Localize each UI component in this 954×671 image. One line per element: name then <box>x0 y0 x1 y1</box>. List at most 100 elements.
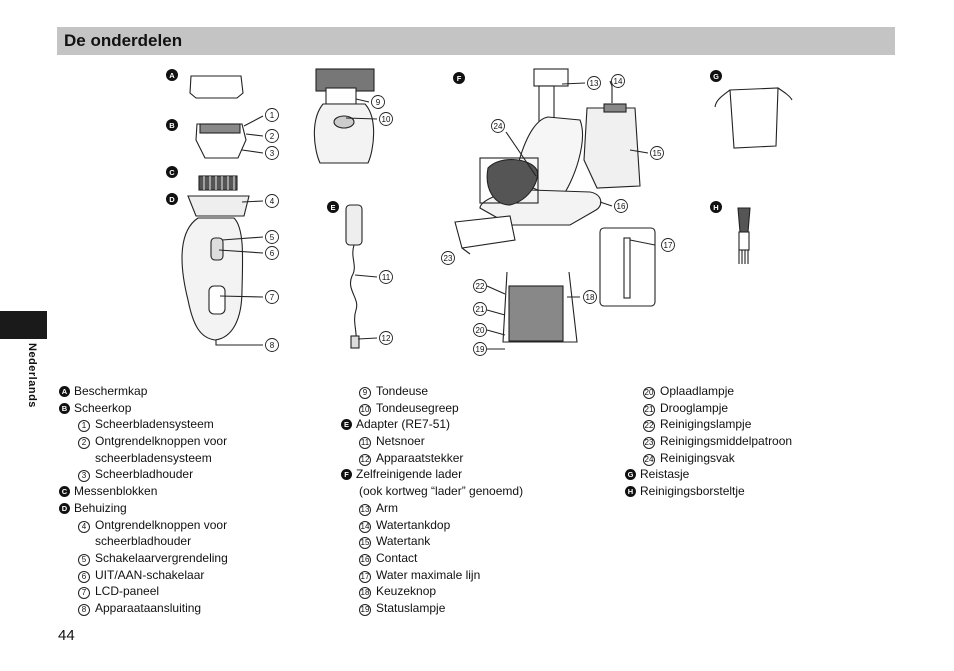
svg-text:6: 6 <box>270 249 275 258</box>
callout-11: 11 <box>379 270 393 284</box>
legend-item-continuation: scheerbladhouder <box>95 534 192 549</box>
svg-text:G: G <box>713 72 719 81</box>
svg-text:1: 1 <box>270 111 275 120</box>
badge-b: B <box>166 119 178 131</box>
svg-text:20: 20 <box>476 326 485 335</box>
language-label: Nederlands <box>26 343 38 408</box>
badge-a-icon: A <box>59 386 70 397</box>
callout-16: 16 <box>614 199 628 213</box>
badge-e-icon: E <box>341 419 352 431</box>
trimmer-drawing <box>313 68 375 164</box>
svg-text:7: 7 <box>270 293 275 302</box>
svg-text:H: H <box>713 203 718 212</box>
callout-7: 7 <box>265 290 279 304</box>
badge-c: C <box>166 166 178 178</box>
svg-text:17: 17 <box>664 241 673 250</box>
number-5-icon: 5 <box>78 553 90 566</box>
svg-text:F: F <box>457 74 462 83</box>
number-4-icon: 4 <box>78 520 90 533</box>
callout-22: 22 <box>473 279 487 293</box>
badge-c-icon: C <box>59 486 70 498</box>
callout-20: 20 <box>473 323 487 337</box>
callout-21: 21 <box>473 302 487 316</box>
number-18-icon: 18 <box>359 587 371 600</box>
svg-text:23: 23 <box>444 254 453 263</box>
callout-1: 1 <box>265 108 279 122</box>
badge-h: H <box>710 201 722 213</box>
svg-text:19: 19 <box>476 345 485 354</box>
language-tab <box>0 311 47 339</box>
number-6-icon: 6 <box>78 570 90 583</box>
callout-13: 13 <box>587 76 601 90</box>
shaving-head-drawing <box>195 123 247 159</box>
svg-text:D: D <box>169 195 175 204</box>
badge-g-icon: G <box>625 469 636 481</box>
number-7-icon: 7 <box>78 587 90 600</box>
badge-d: D <box>166 193 178 205</box>
svg-text:B: B <box>169 121 175 130</box>
svg-text:C: C <box>169 168 175 177</box>
number-8-icon: 8 <box>78 603 90 616</box>
badge-d-icon: D <box>59 502 70 514</box>
adapter-drawing <box>345 204 363 349</box>
protective-cap-drawing <box>189 75 244 99</box>
pouch-drawing <box>714 87 793 149</box>
number-15-icon: 15 <box>359 537 371 550</box>
section-title: De onderdelen <box>64 31 183 50</box>
callout-19: 19 <box>473 342 487 356</box>
callout-3: 3 <box>265 146 279 160</box>
svg-text:21: 21 <box>476 305 485 314</box>
callout-9: 9 <box>371 95 385 109</box>
callout-10: 10 <box>379 112 393 126</box>
callout-8: 8 <box>265 338 279 352</box>
callout-5: 5 <box>265 230 279 244</box>
number-22-icon: 22 <box>643 420 655 433</box>
number-16-icon: 16 <box>359 553 371 566</box>
svg-text:18: 18 <box>586 293 595 302</box>
number-9-icon: 9 <box>359 387 371 399</box>
svg-text:12: 12 <box>382 334 391 343</box>
number-11-icon: 11 <box>359 437 371 450</box>
svg-text:14: 14 <box>614 77 623 86</box>
svg-text:11: 11 <box>382 273 391 282</box>
callout-17: 17 <box>661 238 675 252</box>
callout-23: 23 <box>441 251 455 265</box>
number-21-icon: 21 <box>643 403 655 416</box>
svg-text:5: 5 <box>270 233 275 242</box>
svg-text:4: 4 <box>270 197 275 206</box>
number-17-icon: 17 <box>359 570 371 583</box>
section-title-bar: De onderdelen <box>57 27 895 55</box>
svg-text:10: 10 <box>382 115 391 124</box>
number-14-icon: 14 <box>359 520 371 533</box>
number-10-icon: 10 <box>359 403 371 416</box>
number-3-icon: 3 <box>78 470 90 483</box>
legend-item-continuation: scheerbladensysteem <box>95 450 212 465</box>
callout-15: 15 <box>650 146 664 160</box>
svg-text:24: 24 <box>494 122 503 131</box>
shaver-body-drawing <box>181 195 250 341</box>
svg-text:16: 16 <box>617 202 626 211</box>
